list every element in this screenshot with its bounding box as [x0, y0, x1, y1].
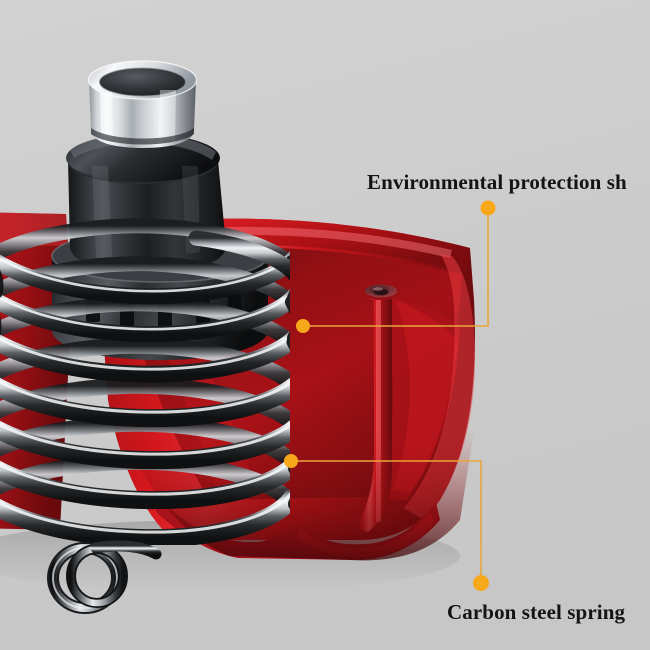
sleeve-specular-right	[159, 90, 176, 140]
sleeve-rim-edge	[87, 60, 198, 100]
sleeve-bore	[99, 68, 186, 96]
leader-line-shield	[303, 210, 489, 327]
sleeve-base-shadow	[91, 128, 194, 145]
coil-spring	[0, 218, 290, 545]
callout-label-carbon-steel-spring: Carbon steel spring	[447, 600, 626, 624]
black-piston-body	[68, 160, 226, 272]
spring-top-partial-coil	[188, 230, 290, 281]
spring-front-coils	[0, 250, 290, 545]
spring-end-hook	[47, 540, 162, 614]
chrome-sleeve	[87, 60, 198, 148]
spring-specular-lines	[0, 255, 290, 534]
callout-dot-spring-label[interactable]	[473, 575, 489, 591]
callout-leader-lines	[291, 210, 489, 582]
leader-line-spring	[291, 460, 482, 582]
callout-dot-shield-label[interactable]	[480, 200, 496, 216]
callout-label-environmental-protection-shield: Environmental protection sh	[367, 170, 627, 194]
callout-dot-spring-target[interactable]	[284, 454, 298, 468]
callout-dot-shield-target[interactable]	[296, 319, 310, 333]
sleeve-specular-left	[100, 92, 113, 140]
sleeve-bore-edge	[99, 67, 186, 97]
grommet-highlight	[373, 287, 383, 291]
shield-rib-specular	[376, 300, 381, 522]
callout-markers	[284, 200, 496, 591]
